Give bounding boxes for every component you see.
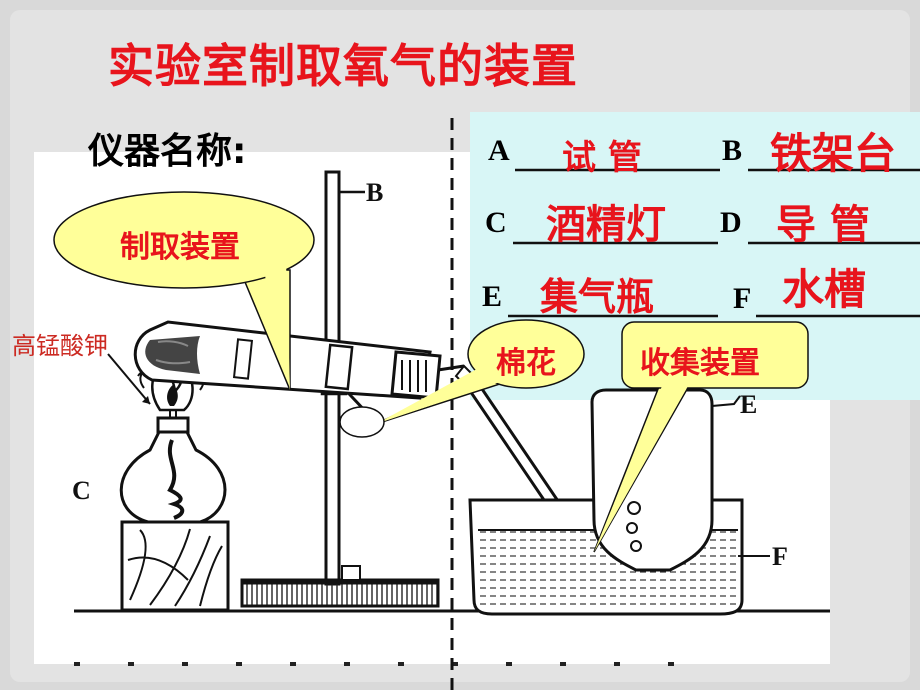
callout-collection: 收集装置 [640, 346, 760, 381]
figure-label-e: E [740, 390, 758, 419]
callout-preparation: 制取装置 [120, 230, 240, 265]
reagent-arrow [107, 353, 151, 405]
label-letter-c: C [485, 206, 507, 239]
answer-e: 集气瓶 [540, 275, 655, 319]
page-title: 实验室制取氧气的装置 [108, 39, 578, 93]
answer-a: 试 管 [562, 138, 642, 178]
gas-bottle [590, 388, 770, 572]
alcohol-lamp [119, 359, 227, 524]
figure-label-b: B [366, 178, 384, 207]
label-letter-e: E [482, 280, 503, 313]
answer-b: 铁架台 [770, 129, 897, 178]
label-letter-a: A [488, 134, 510, 167]
answer-d: 导 管 [776, 202, 870, 248]
figure-label-f: F [772, 542, 788, 571]
callout-cotton-bubble [339, 319, 585, 438]
callout-collection-bubble [593, 321, 809, 553]
answer-blanks [508, 168, 920, 318]
callout-preparation-bubble [53, 191, 315, 391]
reagent-label: 高锰酸钾 [12, 334, 108, 360]
callout-cotton: 棉花 [496, 346, 556, 381]
wood-block [120, 520, 230, 612]
answer-f: 水槽 [782, 265, 867, 314]
label-letter-b: B [722, 134, 743, 167]
answer-c: 酒精灯 [546, 202, 666, 248]
label-letter-d: D [720, 206, 742, 239]
label-letter-f: F [733, 282, 752, 315]
figure-label-c: C [72, 476, 91, 505]
instrument-names-heading: 仪器名称: [88, 131, 247, 172]
